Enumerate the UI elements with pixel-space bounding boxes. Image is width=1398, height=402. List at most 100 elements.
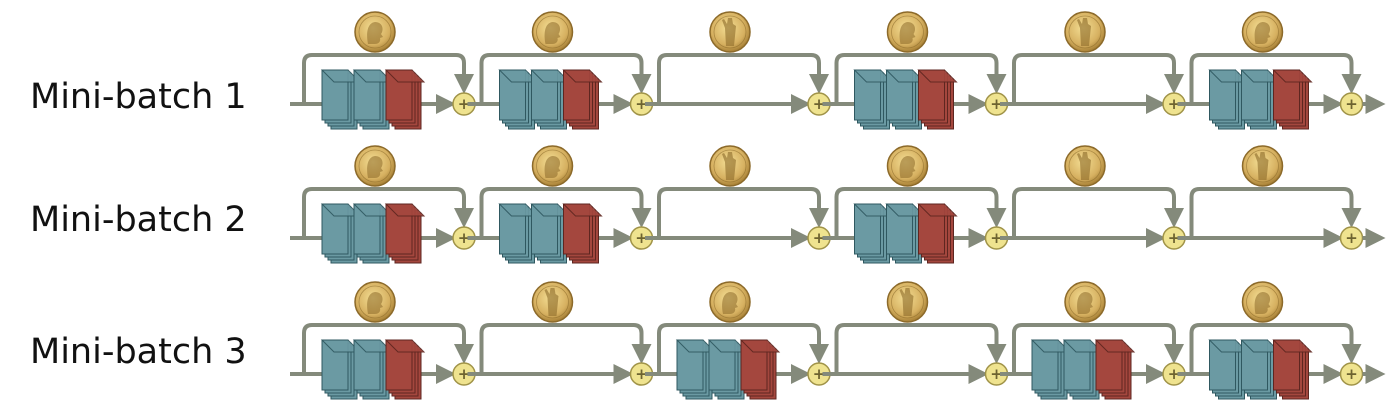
plus-icon: +	[1339, 226, 1364, 250]
conv-layer-teal	[320, 203, 362, 264]
conv-layer-red	[1094, 339, 1136, 400]
add-symbol: +	[1345, 95, 1358, 113]
conv-layer-red	[917, 69, 958, 130]
add-symbol: +	[990, 229, 1003, 247]
conv-layer-teal	[853, 69, 894, 130]
add-symbol: +	[458, 365, 471, 383]
mini-batch-row: + + + + + +	[290, 281, 1386, 400]
residual-block-dropped: +	[1177, 145, 1364, 250]
plus-icon: +	[452, 226, 476, 250]
conv-layer-teal	[707, 339, 749, 400]
conv-layer-teal	[1240, 69, 1281, 130]
coin-heads-icon	[354, 145, 396, 187]
coin-tails-icon	[1064, 11, 1106, 53]
plus-icon: +	[629, 226, 654, 250]
conv-layer-teal	[352, 203, 394, 264]
add-symbol: +	[1345, 365, 1358, 383]
row-label-3: Mini-batch 3	[30, 332, 247, 372]
mini-batch-row: + + + + + +	[290, 11, 1386, 130]
add-symbol: +	[990, 365, 1003, 383]
residual-block-dropped: +	[467, 281, 654, 386]
add-symbol: +	[635, 95, 648, 113]
coin-heads-icon	[1064, 281, 1106, 323]
conv-layer-red	[1272, 69, 1313, 130]
coin-heads-icon	[531, 145, 574, 187]
mini-batch-row: + + + + + +	[290, 145, 1386, 264]
row-label-1: Mini-batch 1	[30, 77, 247, 117]
coin-heads-icon	[1241, 11, 1284, 53]
coin-tails-icon	[886, 281, 929, 323]
add-symbol: +	[1168, 95, 1181, 113]
residual-block-active: +	[290, 145, 476, 264]
conv-layer-teal	[352, 339, 394, 400]
conv-layer-teal	[1208, 339, 1249, 400]
add-symbol: +	[1168, 365, 1181, 383]
coin-heads-icon	[354, 11, 396, 53]
coin-tails-icon	[1241, 145, 1284, 187]
add-symbol: +	[1345, 229, 1358, 247]
plus-icon: +	[1339, 362, 1364, 386]
residual-block-active: +	[645, 281, 831, 400]
residual-block-dropped: +	[1000, 11, 1186, 116]
plus-icon: +	[807, 362, 831, 386]
conv-layer-teal	[853, 203, 894, 264]
add-symbol: +	[1168, 229, 1181, 247]
plus-icon: +	[984, 362, 1009, 386]
residual-block-dropped: +	[645, 11, 831, 116]
conv-layer-red	[917, 203, 958, 264]
coin-tails-icon	[531, 281, 574, 323]
conv-layer-teal	[1030, 339, 1072, 400]
residual-block-active: +	[1177, 281, 1364, 400]
conv-layer-teal	[675, 339, 717, 400]
plus-icon: +	[984, 226, 1009, 250]
residual-block-dropped: +	[1000, 145, 1186, 250]
plus-icon: +	[1162, 92, 1186, 116]
conv-layer-red	[562, 69, 603, 130]
row-label-2: Mini-batch 2	[30, 200, 247, 240]
coin-tails-icon	[709, 11, 751, 53]
residual-block-active: +	[290, 281, 476, 400]
residual-block-active: +	[467, 145, 654, 264]
coin-tails-icon	[1064, 145, 1106, 187]
residual-block-active: +	[822, 145, 1009, 264]
plus-icon: +	[629, 362, 654, 386]
conv-layer-teal	[320, 69, 362, 130]
plus-icon: +	[1339, 92, 1364, 116]
coin-heads-icon	[354, 281, 396, 323]
residual-block-active: +	[290, 11, 476, 130]
residual-block-active: +	[1177, 11, 1364, 130]
add-symbol: +	[813, 365, 826, 383]
add-symbol: +	[458, 95, 471, 113]
coin-heads-icon	[709, 281, 751, 323]
residual-block-active: +	[822, 11, 1009, 130]
residual-block-dropped: +	[822, 281, 1009, 386]
conv-layer-teal	[885, 69, 926, 130]
add-symbol: +	[813, 95, 826, 113]
conv-layer-teal	[498, 203, 539, 264]
plus-icon: +	[452, 362, 476, 386]
residual-block-dropped: +	[645, 145, 831, 250]
coin-heads-icon	[886, 11, 929, 53]
conv-layer-red	[1272, 339, 1313, 400]
residual-block-active: +	[467, 11, 654, 130]
coin-tails-icon	[709, 145, 751, 187]
plus-icon: +	[1162, 226, 1186, 250]
plus-icon: +	[807, 92, 831, 116]
add-symbol: +	[813, 229, 826, 247]
conv-layer-red	[739, 339, 781, 400]
conv-layer-teal	[1240, 339, 1281, 400]
conv-layer-red	[562, 203, 603, 264]
add-symbol: +	[458, 229, 471, 247]
residual-block-active: +	[1000, 281, 1186, 400]
conv-layer-red	[384, 339, 426, 400]
coin-heads-icon	[531, 11, 574, 53]
coin-heads-icon	[886, 145, 929, 187]
conv-layer-red	[384, 203, 426, 264]
add-symbol: +	[635, 229, 648, 247]
conv-layer-red	[384, 69, 426, 130]
add-symbol: +	[990, 95, 1003, 113]
conv-layer-teal	[320, 339, 362, 400]
plus-icon: +	[1162, 362, 1186, 386]
coin-heads-icon	[1241, 281, 1284, 323]
